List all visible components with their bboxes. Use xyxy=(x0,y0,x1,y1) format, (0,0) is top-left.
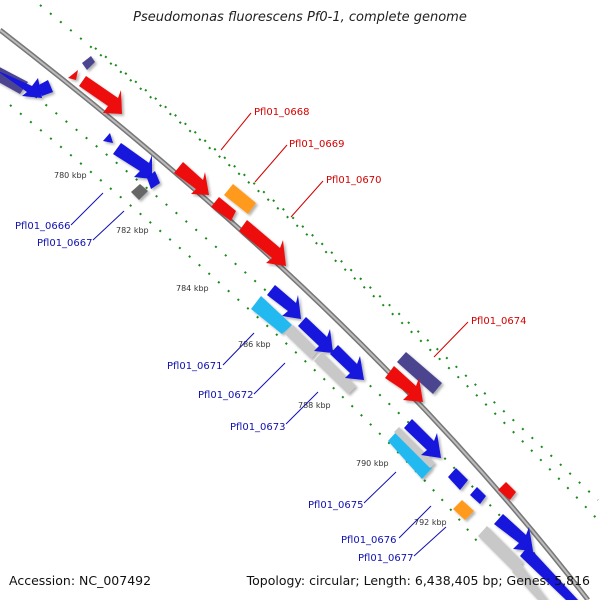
gene-arrow[interactable] xyxy=(147,171,160,189)
gene-arrow[interactable] xyxy=(251,296,292,334)
gene-arrow[interactable] xyxy=(397,352,442,394)
tick-track-outer-2 xyxy=(39,4,599,521)
gene-label-forward[interactable]: Pfl01_0668 xyxy=(254,107,310,118)
gene-arrow[interactable] xyxy=(239,220,286,266)
gene-label-forward[interactable]: Pfl01_0669 xyxy=(289,139,345,150)
gene-arrow[interactable] xyxy=(394,427,435,468)
gene-arrow[interactable] xyxy=(211,197,236,221)
label-leader xyxy=(398,505,432,539)
label-leader xyxy=(220,112,252,151)
gene-arrow[interactable] xyxy=(453,500,474,520)
label-leader xyxy=(254,144,288,183)
gene-arrow[interactable] xyxy=(37,80,53,96)
gene-arrow[interactable] xyxy=(385,366,423,402)
gene-arrow[interactable] xyxy=(494,514,533,551)
map-title: Pseudomonas fluorescens Pf0-1, complete … xyxy=(133,10,467,25)
gene-label-reverse[interactable]: Pfl01_0676 xyxy=(341,535,397,546)
gene-arrow[interactable] xyxy=(330,345,364,380)
label-leader xyxy=(70,192,104,226)
forward-labels xyxy=(220,112,469,358)
tick-tracks xyxy=(4,4,599,561)
gene-label-reverse[interactable]: Pfl01_0677 xyxy=(358,553,414,564)
gene-arrow[interactable] xyxy=(267,285,301,319)
gene-arrow[interactable] xyxy=(0,70,42,98)
scale-label: 782 kbp xyxy=(116,226,149,235)
gene-arrow[interactable] xyxy=(103,133,113,143)
gene-arrow[interactable] xyxy=(131,184,148,200)
label-leader xyxy=(92,210,125,241)
genome-summary-text: Topology: circular; Length: 6,438,405 bp… xyxy=(246,573,590,588)
gene-arrow[interactable] xyxy=(404,419,441,458)
gene-arrow[interactable] xyxy=(82,56,95,70)
gene-label-reverse[interactable]: Pfl01_0675 xyxy=(308,500,364,511)
reverse-labels xyxy=(70,192,447,557)
tick-track-outer-1 xyxy=(94,47,599,501)
gene-label-forward[interactable]: Pfl01_0674 xyxy=(471,316,527,327)
accession-text: Accession: NC_007492 xyxy=(9,573,152,588)
gene-label-reverse[interactable]: Pfl01_0667 xyxy=(37,238,93,249)
label-leader xyxy=(285,391,319,425)
scale-label: 780 kbp xyxy=(54,171,87,180)
label-leader xyxy=(433,321,469,358)
label-leader xyxy=(363,471,397,504)
gene-arrow[interactable] xyxy=(224,184,256,214)
scale-label: 790 kbp xyxy=(356,459,389,468)
gene-label-forward[interactable]: Pfl01_0670 xyxy=(326,175,382,186)
gene-arrow[interactable] xyxy=(174,162,209,195)
genes xyxy=(0,56,578,600)
gene-label-reverse[interactable]: Pfl01_0672 xyxy=(198,390,254,401)
gene-arrow[interactable] xyxy=(498,482,516,500)
gene-arrow[interactable] xyxy=(285,325,318,359)
scale-label: 788 kbp xyxy=(298,401,331,410)
label-leader xyxy=(413,526,447,557)
scale-label: 784 kbp xyxy=(176,284,209,293)
label-leader xyxy=(222,332,255,366)
gene-label-reverse[interactable]: Pfl01_0671 xyxy=(167,361,223,372)
backbone xyxy=(0,28,590,600)
gene-arrow[interactable] xyxy=(388,430,432,479)
gene-arrow[interactable] xyxy=(520,546,578,600)
gene-arrow[interactable] xyxy=(79,76,122,114)
label-leader xyxy=(290,180,324,218)
gene-arrow[interactable] xyxy=(314,352,356,394)
gene-arrow[interactable] xyxy=(448,468,468,490)
gene-arrow[interactable] xyxy=(512,563,548,600)
gene-arrow[interactable] xyxy=(470,487,486,504)
gene-arrow[interactable] xyxy=(113,143,152,179)
label-leader xyxy=(253,362,286,395)
gene-arrow[interactable] xyxy=(298,317,333,353)
scale-label: 786 kbp xyxy=(238,340,271,349)
gene-arrow[interactable] xyxy=(478,526,523,572)
gene-arrow[interactable] xyxy=(68,70,78,80)
scale-labels: 780 kbp 782 kbp 784 kbp 786 kbp 788 kbp … xyxy=(54,171,447,527)
gene-label-reverse[interactable]: Pfl01_0673 xyxy=(230,422,286,433)
gene-label-reverse[interactable]: Pfl01_0666 xyxy=(15,221,71,232)
scale-label: 792 kbp xyxy=(414,518,447,527)
